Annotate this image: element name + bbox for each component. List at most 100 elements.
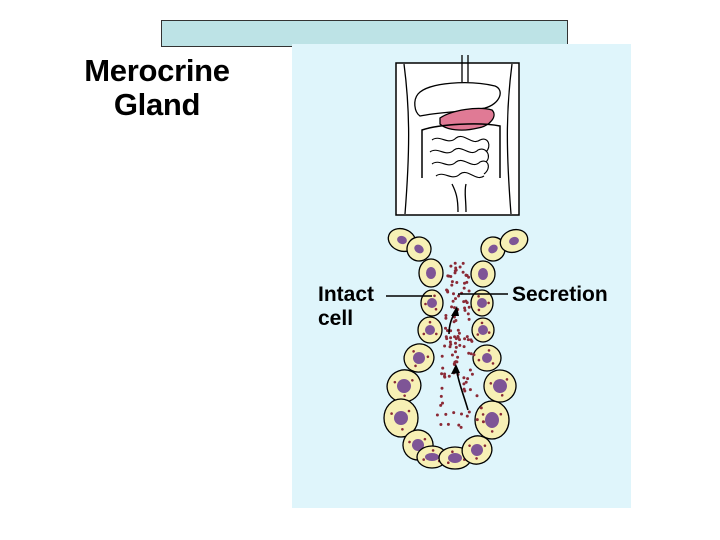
secretion-granule <box>452 292 455 296</box>
cell-nucleus <box>471 444 483 456</box>
secretion-granule <box>454 266 458 270</box>
secretion-granule <box>455 281 459 284</box>
secretion-granule <box>446 329 449 333</box>
secretion-granule <box>470 372 474 376</box>
secretion-granule <box>440 372 444 376</box>
secretion-granule <box>440 386 444 390</box>
cell-nucleus <box>477 298 487 308</box>
secretion-granule <box>455 360 459 364</box>
arrow-head-upper <box>451 306 459 316</box>
slide-title: Merocrine Gland <box>52 54 262 122</box>
gland-cell <box>474 400 510 440</box>
gland-cell <box>418 258 444 288</box>
secretory-granule <box>487 331 491 334</box>
secretion-granule <box>467 289 471 293</box>
gland-cell <box>420 289 444 317</box>
secretory-granule <box>451 450 454 453</box>
secretory-granule <box>423 437 427 441</box>
secretion-granule <box>462 345 466 349</box>
secretion-granule <box>459 425 463 429</box>
title-line-2: Gland <box>113 87 201 122</box>
secretion-granule <box>452 362 456 366</box>
secretion-granule <box>449 264 453 268</box>
cell-nucleus <box>482 353 492 363</box>
intact-cell-label-line-2: cell <box>318 307 354 330</box>
secretion-granule <box>462 387 466 391</box>
secretion-granule <box>444 412 448 416</box>
secretion-granule <box>447 374 451 378</box>
secretory-granule <box>491 362 495 365</box>
cell-nucleus <box>425 325 435 335</box>
secretory-granule <box>487 301 490 305</box>
secretion-granule <box>475 418 479 422</box>
secretion-granule <box>448 340 452 344</box>
secretion-granule <box>472 353 476 357</box>
cell-nucleus <box>425 453 439 461</box>
secretion-granule <box>468 388 472 392</box>
secretion-granule <box>468 368 472 372</box>
secretion-granule <box>463 308 467 312</box>
secretion-granule <box>454 350 457 354</box>
secretion-granule <box>454 341 457 345</box>
cell-nucleus <box>427 298 437 308</box>
secretion-granule <box>443 372 447 376</box>
secretion-granule <box>458 338 461 342</box>
secretory-granule <box>480 321 484 325</box>
secretion-granule <box>467 305 471 309</box>
secretion-granule <box>465 414 469 418</box>
secretory-granule <box>477 308 481 312</box>
secretion-granule <box>444 326 447 330</box>
secretion-granule <box>444 316 448 320</box>
secretory-granule <box>414 364 417 368</box>
secretion-granule <box>466 312 470 316</box>
secretion-granule <box>457 331 461 335</box>
gland-cells <box>383 227 529 470</box>
gland-cell <box>383 398 419 438</box>
secretion-granule <box>466 338 470 342</box>
secretion-granule <box>450 305 454 309</box>
cell-nucleus <box>485 412 499 428</box>
secretion-granule <box>470 339 474 343</box>
secretory-granule <box>481 413 485 416</box>
secretion-granule <box>450 280 454 284</box>
intact-cell-label-line-1: Intact <box>318 283 375 306</box>
secretion-granule <box>453 261 457 265</box>
secretion-granule <box>441 401 444 405</box>
secretion-granule <box>450 353 454 357</box>
secretory-granule <box>477 295 480 298</box>
secretory-granule <box>435 332 438 336</box>
secretory-granule <box>401 428 404 431</box>
secretory-granule <box>422 458 425 461</box>
secretion-granule <box>435 413 439 417</box>
gland-cell <box>470 289 494 317</box>
secretion-granule <box>443 375 447 379</box>
cell-nucleus <box>397 379 411 393</box>
secretory-granule <box>408 440 411 444</box>
secretory-granule <box>500 394 504 397</box>
gland-cell <box>480 236 506 262</box>
secretory-granule <box>447 461 450 464</box>
secretion-granule <box>457 423 461 427</box>
secretory-granule <box>476 333 480 336</box>
secretion-granule <box>469 352 473 356</box>
cell-nucleus <box>412 439 424 451</box>
gland-cell <box>470 260 496 288</box>
secretion-granule <box>452 411 456 415</box>
secretory-granule <box>393 380 397 384</box>
secretion-granule <box>475 394 479 398</box>
secretion-granule <box>457 294 461 298</box>
secretory-granule <box>468 444 471 447</box>
liver-shape <box>414 82 501 117</box>
cell-nucleus <box>448 453 462 463</box>
secretion-granule <box>464 380 468 384</box>
secretion-granule <box>454 345 458 349</box>
secretion-granule <box>456 335 460 338</box>
secretion-granule <box>479 406 483 410</box>
secretion-granule <box>460 412 463 416</box>
intact-cell-label: Intact cell <box>318 283 374 331</box>
secretory-granule <box>434 307 438 311</box>
secretion-granule <box>463 337 467 341</box>
secretion-granule <box>458 343 462 347</box>
secretory-granule <box>505 378 509 381</box>
secretion-granule <box>463 281 466 285</box>
